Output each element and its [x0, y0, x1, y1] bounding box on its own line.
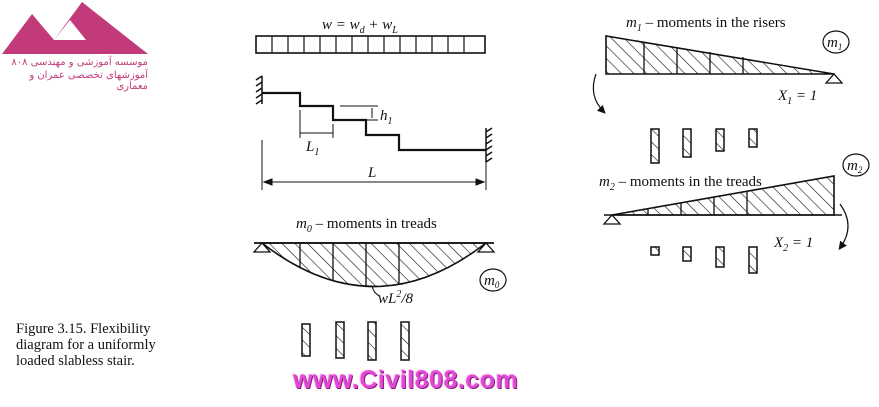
h1-label: h1: [380, 108, 393, 127]
left-fixed-support: [255, 75, 263, 105]
m2-moment-arrow: [838, 203, 849, 250]
m0-leader: [371, 285, 381, 297]
m0-parabola: [259, 242, 489, 288]
m0-tag: m0: [484, 273, 500, 290]
span-label: L: [367, 165, 376, 181]
m0-max-value: wL2/8: [378, 289, 414, 307]
m2-dividers: [647, 191, 748, 215]
m0-tag-circle: [479, 268, 507, 292]
m2-diagram: m2 – moments in the treads m2 X2 = 1: [599, 153, 870, 274]
x1-label: X1 = 1: [777, 88, 817, 107]
figure-caption: Figure 3.15. Flexibility diagram for a u…: [16, 321, 216, 369]
logo-mountains-icon: [2, 2, 148, 54]
m2-pin-support: [602, 214, 622, 225]
load-label: w = wd + wL: [322, 17, 398, 36]
load-block: [255, 35, 486, 54]
load-block-divisions: [271, 36, 465, 53]
stair-profile: h1 L1 L: [255, 75, 493, 190]
h1-dimension: [340, 105, 378, 121]
m0-left-pin-support: [252, 242, 272, 253]
m1-tag-circle: [822, 30, 850, 54]
caption-line3: loaded slabless stair.: [16, 353, 135, 369]
m1-tag: m1: [827, 35, 842, 52]
l1-dimension: [299, 110, 334, 138]
m0-right-pin-support: [476, 242, 496, 253]
stair-line: [262, 91, 486, 152]
logo-line1: موسسه آموزشی و مهندسی ۸۰۸: [11, 57, 148, 68]
m0-moment-symbols: [301, 321, 410, 361]
m0-dividers: [299, 243, 400, 286]
caption-line1: Figure 3.15. Flexibility: [16, 321, 151, 337]
x2-label: X2 = 1: [773, 235, 813, 254]
m0-diagram: m0 – moments in treads wL2/8 m0: [252, 216, 507, 361]
m1-diagram: m1 – moments in the risers m1 X1 = 1: [592, 15, 850, 164]
m0-title: m0 – moments in treads: [296, 216, 437, 235]
span-dimension: [261, 140, 487, 190]
caption-line2: diagram for a uniformly: [16, 337, 156, 353]
right-fixed-support: [485, 127, 493, 163]
uniform-load: w = wd + wL: [255, 17, 486, 54]
m2-title: m2 – moments in the treads: [599, 174, 762, 193]
m2-moment-symbols: [650, 246, 758, 274]
m1-moment-symbols: [650, 128, 758, 164]
m1-triangle: [605, 35, 835, 75]
m1-pin-support: [824, 73, 844, 84]
logo-line2: آموزشهای تخصصی عمران و معماری: [29, 70, 148, 92]
m2-tag-circle: [842, 153, 870, 177]
website-watermark[interactable]: www.Civil808.com: [293, 366, 519, 394]
m1-title: m1 – moments in the risers: [626, 15, 786, 34]
m2-tag: m2: [847, 158, 863, 175]
civil808-logo: موسسه آموزشی و مهندسی ۸۰۸ آموزشهای تخصصی…: [0, 0, 150, 92]
l1-label: L1: [305, 139, 319, 158]
m1-moment-arrow: [592, 73, 606, 114]
m1-dividers: [643, 42, 744, 74]
